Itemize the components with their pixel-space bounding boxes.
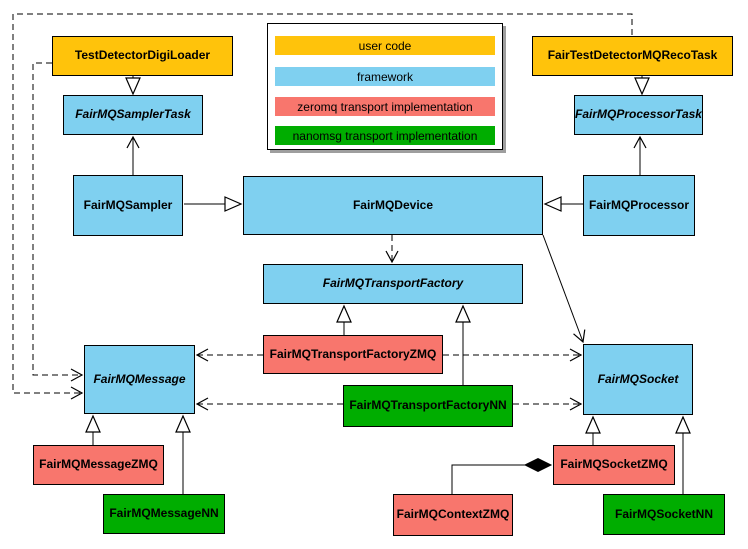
- legend-label: nanomsg transport implementation: [292, 128, 478, 143]
- node-fairmq-sampler: FairMQSampler: [73, 175, 183, 236]
- node-fairmq-socket-nn: FairMQSocketNN: [603, 494, 725, 535]
- legend-label: user code: [358, 38, 412, 53]
- legend: user code framework zeromq transport imp…: [267, 23, 503, 150]
- node-fairmq-message-zmq: FairMQMessageZMQ: [33, 445, 164, 485]
- legend-item-framework: framework: [275, 67, 495, 86]
- node-fair-test-detector-mq-reco-task: FairTestDetectorMQRecoTask: [532, 36, 733, 76]
- node-fairmq-message-nn: FairMQMessageNN: [103, 494, 225, 534]
- legend-item-zeromq: zeromq transport implementation: [275, 97, 495, 116]
- legend-label: zeromq transport implementation: [297, 99, 473, 114]
- node-fairmq-processor-task: FairMQProcessorTask: [574, 95, 703, 135]
- node-fairmq-transport-factory-zmq: FairMQTransportFactoryZMQ: [263, 335, 443, 374]
- node-test-detector-digi-loader: TestDetectorDigiLoader: [52, 36, 233, 76]
- node-fairmq-transport-factory: FairMQTransportFactory: [263, 264, 523, 304]
- node-fairmq-transport-factory-nn: FairMQTransportFactoryNN: [343, 385, 513, 427]
- legend-item-user-code: user code: [275, 36, 495, 55]
- edge-device-uses-socket: [542, 234, 586, 344]
- legend-item-nanomsg: nanomsg transport implementation: [275, 126, 495, 145]
- node-fairmq-socket-zmq: FairMQSocketZMQ: [553, 445, 675, 485]
- node-fairmq-context-zmq: FairMQContextZMQ: [393, 494, 513, 536]
- legend-label: framework: [356, 69, 413, 84]
- node-fairmq-device: FairMQDevice: [243, 176, 543, 235]
- edge-socketzmq-owns-contextzmq: [451, 465, 551, 494]
- node-fairmq-processor: FairMQProcessor: [583, 175, 695, 236]
- node-fairmq-sampler-task: FairMQSamplerTask: [63, 95, 203, 135]
- node-fairmq-socket: FairMQSocket: [583, 344, 693, 415]
- node-fairmq-message: FairMQMessage: [84, 345, 195, 414]
